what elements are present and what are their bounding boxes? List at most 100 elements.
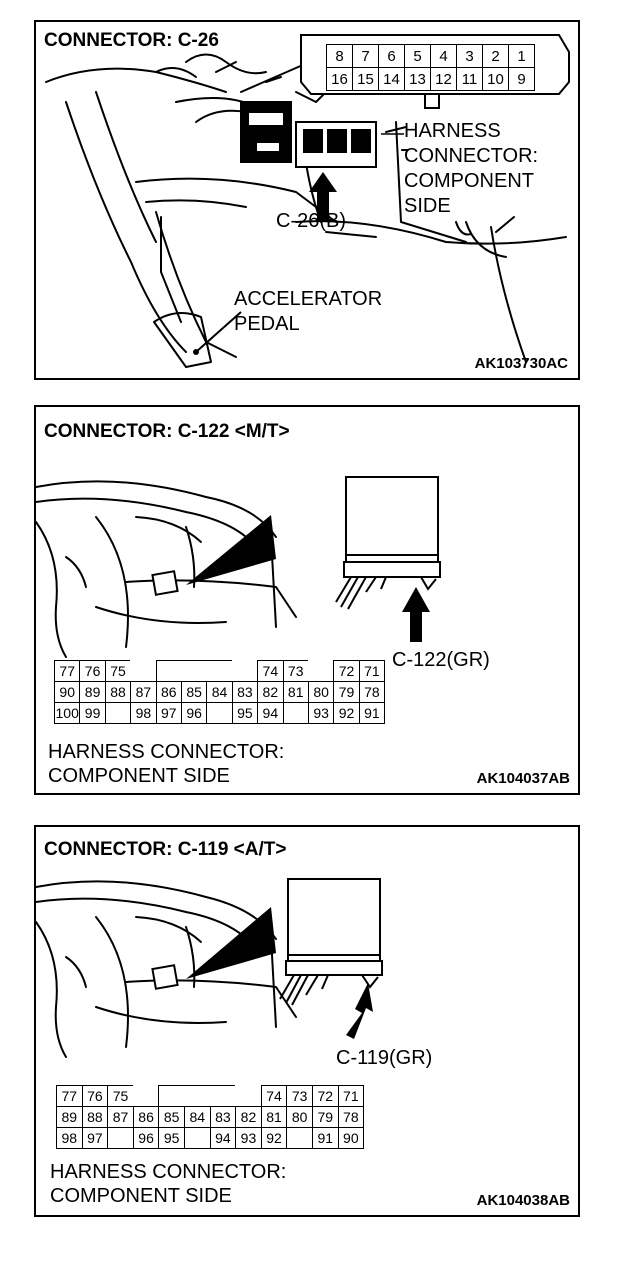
pin-cell: 86 <box>132 1106 160 1128</box>
pin-cell: 86 <box>155 681 182 703</box>
pin-cell: 72 <box>333 660 360 682</box>
pedal-label-line1: ACCELERATOR <box>234 288 383 310</box>
pin-cell: 92 <box>260 1127 288 1149</box>
pin-cell: 96 <box>180 702 208 724</box>
harness-label-line2: COMPONENT SIDE <box>50 1185 232 1207</box>
pin-cell: 16 <box>326 67 353 91</box>
pin-empty-block <box>155 660 233 682</box>
connector-label: C-26(B) <box>276 210 347 232</box>
pin-empty <box>183 1127 211 1149</box>
pin-cell: 93 <box>235 1127 262 1149</box>
pin-empty <box>104 702 132 724</box>
pin-empty <box>282 702 309 724</box>
pin-cell: 75 <box>104 660 132 682</box>
connector-label: C-119(GR) <box>336 1047 433 1069</box>
c119-location-illustration <box>36 878 383 1058</box>
pin-cell: 87 <box>130 681 157 703</box>
pin-empty <box>206 702 233 724</box>
pin-empty <box>286 1127 313 1149</box>
pin-cell: 88 <box>104 681 132 703</box>
pin-cell: 95 <box>231 702 259 724</box>
pin-cell: 88 <box>81 1106 109 1128</box>
pin-gap <box>130 660 157 682</box>
pin-cell: 3 <box>456 44 483 68</box>
pin-cell: 76 <box>79 660 106 682</box>
pin-cell: 83 <box>209 1106 237 1128</box>
pin-cell: 5 <box>404 44 431 68</box>
pin-cell: 9 <box>508 67 535 91</box>
pin-cell: 71 <box>337 1085 365 1107</box>
pin-cell: 91 <box>311 1127 339 1149</box>
pin-cell: 11 <box>456 67 483 91</box>
pin-cell: 71 <box>358 660 386 682</box>
pin-cell: 98 <box>56 1127 83 1149</box>
pin-cell: 82 <box>235 1106 262 1128</box>
pin-cell: 78 <box>358 681 386 703</box>
pin-cell: 89 <box>56 1106 83 1128</box>
pin-cell: 80 <box>286 1106 313 1128</box>
pin-cell: 99 <box>79 702 106 724</box>
harness-label-line3: COMPONENT <box>404 170 534 192</box>
connector-c119-panel: CONNECTOR: C-119 <A/T> C-119(GR) 77 76 7… <box>34 825 580 1217</box>
pin-cell: 93 <box>307 702 335 724</box>
pin-empty-block <box>158 1085 237 1107</box>
pin-gap <box>231 660 259 682</box>
pin-cell: 85 <box>158 1106 185 1128</box>
c122-pin-grid: 77 76 75 74 73 72 71 90 89 88 87 86 85 8… <box>54 660 386 724</box>
pin-cell: 90 <box>337 1127 365 1149</box>
pin-cell: 97 <box>81 1127 109 1149</box>
pin-cell: 83 <box>231 681 259 703</box>
connector-label: C-122(GR) <box>392 649 490 671</box>
pin-cell: 13 <box>404 67 431 91</box>
pin-cell: 73 <box>282 660 309 682</box>
pin-cell: 79 <box>333 681 360 703</box>
pin-cell: 74 <box>260 1085 288 1107</box>
pin-cell: 4 <box>430 44 457 68</box>
harness-label-line2: COMPONENT SIDE <box>48 765 230 787</box>
pin-cell: 92 <box>333 702 360 724</box>
pin-cell: 80 <box>307 681 335 703</box>
pin-gap <box>307 660 335 682</box>
pin-cell: 95 <box>158 1127 185 1149</box>
pin-cell: 87 <box>107 1106 134 1128</box>
c122-location-illustration <box>36 476 441 658</box>
pin-gap <box>235 1085 262 1107</box>
pin-cell: 8 <box>326 44 353 68</box>
panel-title: CONNECTOR: C-119 <A/T> <box>44 839 287 860</box>
pin-cell: 78 <box>337 1106 365 1128</box>
pin-cell: 72 <box>311 1085 339 1107</box>
harness-label-line2: CONNECTOR: <box>404 145 539 167</box>
pin-cell: 2 <box>482 44 509 68</box>
pin-cell: 96 <box>132 1127 160 1149</box>
panel-title: CONNECTOR: C-26 <box>44 30 219 51</box>
pin-cell: 76 <box>81 1085 109 1107</box>
pin-cell: 79 <box>311 1106 339 1128</box>
pin-cell: 14 <box>378 67 405 91</box>
pin-cell: 6 <box>378 44 405 68</box>
panel-title: CONNECTOR: C-122 <M/T> <box>44 421 290 442</box>
pin-cell: 91 <box>358 702 386 724</box>
harness-label-line1: HARNESS CONNECTOR: <box>48 741 285 763</box>
harness-label-line4: SIDE <box>404 195 451 217</box>
pin-cell: 84 <box>206 681 233 703</box>
c119-pin-grid: 77 76 75 74 73 72 71 89 88 87 86 85 84 8… <box>56 1085 365 1149</box>
pin-cell: 74 <box>257 660 284 682</box>
pin-cell: 15 <box>352 67 379 91</box>
pin-cell: 77 <box>54 660 81 682</box>
pin-cell: 84 <box>183 1106 211 1128</box>
pin-cell: 82 <box>257 681 284 703</box>
figure-code: AK104038AB <box>476 1192 570 1209</box>
connector-c26-panel: CONNECTOR: C-26 8 7 6 5 4 3 2 1 16 15 14… <box>34 20 580 380</box>
pin-cell: 85 <box>180 681 208 703</box>
pin-empty <box>107 1127 134 1149</box>
pin-cell: 10 <box>482 67 509 91</box>
harness-label-line1: HARNESS <box>404 120 501 142</box>
pin-cell: 1 <box>508 44 535 68</box>
pin-cell: 12 <box>430 67 457 91</box>
pin-cell: 77 <box>56 1085 83 1107</box>
pin-cell: 89 <box>79 681 106 703</box>
pin-cell: 73 <box>286 1085 313 1107</box>
pin-cell: 7 <box>352 44 379 68</box>
pin-cell: 97 <box>155 702 182 724</box>
connector-c122-panel: CONNECTOR: C-122 <M/T> C-122(GR) 77 76 7… <box>34 405 580 795</box>
